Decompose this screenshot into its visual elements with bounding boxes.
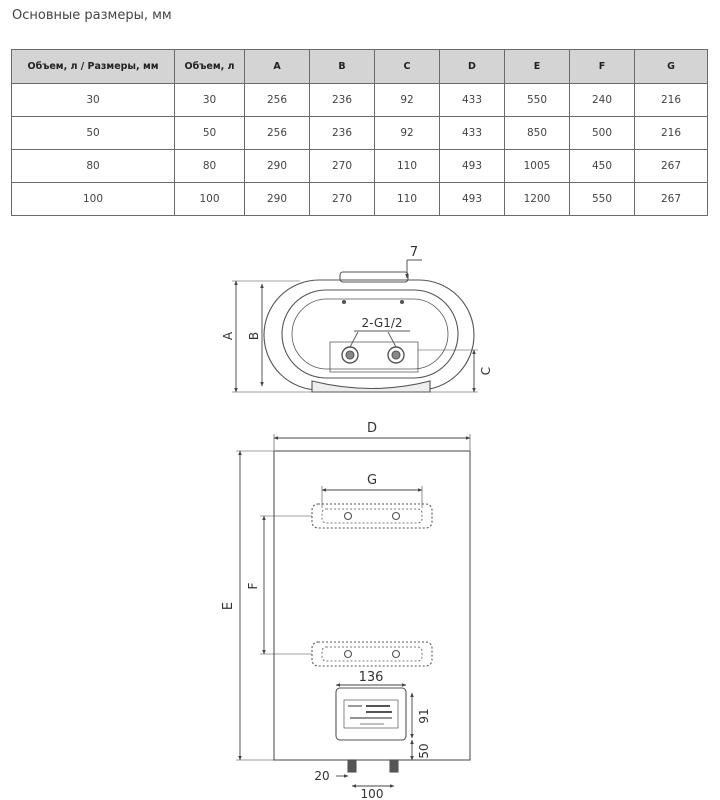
pipe-outlet-core	[345, 350, 355, 360]
table-cell: 493	[439, 182, 505, 216]
table-cell: 236	[309, 83, 375, 117]
mount-hole	[399, 299, 405, 305]
dim-label-b: B	[247, 332, 261, 340]
lower-bracket	[311, 641, 433, 667]
bracket-hole	[343, 511, 353, 521]
table-cell: 550	[569, 182, 635, 216]
header-cell: F	[569, 49, 635, 84]
top-view-bracket	[311, 380, 431, 393]
table-cell: 433	[439, 83, 505, 117]
dim-label-d: D	[367, 421, 377, 436]
table-cell: 100	[174, 182, 245, 216]
table-cell: 30	[174, 83, 245, 117]
dim-label-91: 91	[417, 708, 431, 723]
bracket-hole	[343, 649, 353, 659]
table-cell: 1200	[504, 182, 570, 216]
lower-bracket-slot	[321, 646, 423, 662]
pipe-inlet-core	[391, 350, 401, 360]
table-row: 50 50 256 236 92 433 850 500 216	[11, 116, 708, 150]
thread-label: 2-G1/2	[361, 316, 402, 330]
header-cell: A	[244, 49, 310, 84]
bracket-hole	[391, 649, 401, 659]
table-cell: 30	[11, 83, 175, 117]
dim-label-100: 100	[361, 787, 384, 800]
table-cell: 256	[244, 116, 310, 150]
front-view	[273, 450, 471, 773]
top-view-body-outer	[263, 279, 475, 391]
top-view-body-inner	[281, 289, 459, 379]
dimensions-table: Объем, л / Размеры, мм Объем, л A B C D …	[11, 49, 708, 216]
front-view-body	[273, 450, 471, 761]
table-cell: 100	[11, 182, 175, 216]
bracket-hole	[391, 511, 401, 521]
dim-label-c: C	[479, 367, 493, 375]
upper-bracket-slot	[321, 508, 423, 524]
header-cell: G	[634, 49, 708, 84]
dim-label-50: 50	[417, 743, 431, 758]
top-view-pipe-plate	[329, 341, 419, 373]
top-view-dimensions	[232, 259, 478, 393]
thread-leader	[349, 331, 359, 348]
header-cell: B	[309, 49, 375, 84]
table-cell: 550	[504, 83, 570, 117]
table-cell: 493	[439, 149, 505, 183]
dim-label-7: 7	[410, 245, 418, 260]
mount-hole	[341, 299, 347, 305]
table-cell: 267	[634, 182, 708, 216]
dim-label-e: E	[221, 602, 236, 610]
table-cell: 110	[374, 149, 440, 183]
dim-label-136: 136	[359, 670, 384, 685]
table-cell: 267	[634, 149, 708, 183]
table-cell: 80	[11, 149, 175, 183]
pipe-outlet	[347, 759, 357, 773]
top-view	[263, 271, 475, 393]
table-cell: 500	[569, 116, 635, 150]
page-title: Основные размеры, мм	[12, 8, 172, 23]
table-cell: 216	[634, 116, 708, 150]
table-cell: 110	[374, 182, 440, 216]
header-cell: D	[439, 49, 505, 84]
front-view-dimensions	[236, 434, 471, 788]
dim-label-f: F	[246, 582, 260, 589]
dim-label-20: 20	[314, 769, 329, 783]
display-frame	[343, 699, 399, 729]
table-cell: 433	[439, 116, 505, 150]
table-cell: 50	[11, 116, 175, 150]
table-row: 100 100 290 270 110 493 1200 550 267	[11, 182, 708, 216]
dim-label-a: A	[221, 331, 235, 340]
control-panel	[335, 687, 407, 741]
thread-leader	[387, 331, 397, 348]
dim-label-g: G	[367, 473, 377, 488]
table-header-row: Объем, л / Размеры, мм Объем, л A B C D …	[11, 49, 708, 84]
upper-bracket	[311, 503, 433, 529]
header-cell: E	[504, 49, 570, 84]
top-view-body-inset	[291, 298, 449, 370]
header-cell: Объем, л	[174, 49, 245, 84]
pipe-inlet	[389, 759, 399, 773]
header-cell: C	[374, 49, 440, 84]
table-cell: 290	[244, 182, 310, 216]
